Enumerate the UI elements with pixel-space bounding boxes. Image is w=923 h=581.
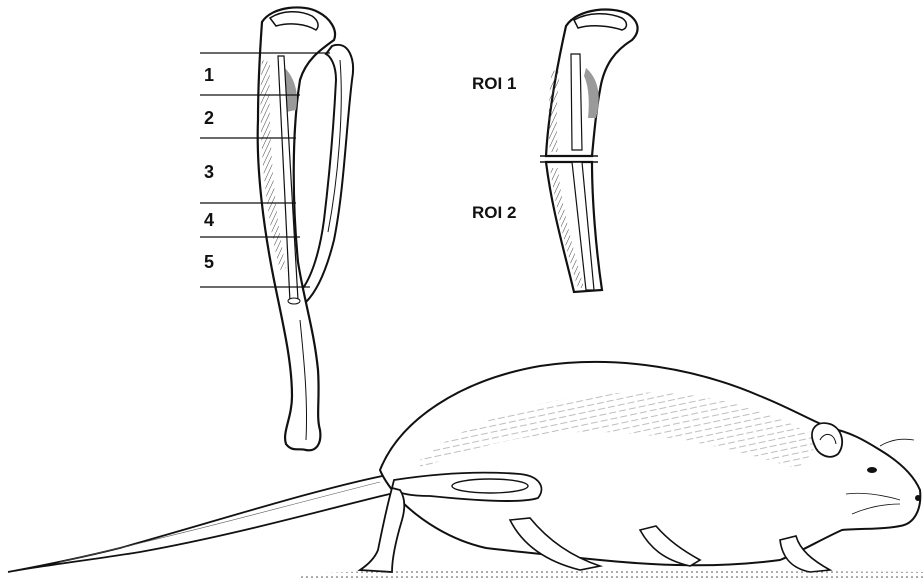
section-label-5: 5	[204, 252, 214, 272]
section-label-2: 2	[204, 108, 214, 128]
section-label-4: 4	[204, 210, 214, 230]
roi-label-2: ROI 2	[472, 203, 516, 222]
ground	[300, 570, 923, 581]
fibula	[300, 45, 353, 302]
section-label-3: 3	[204, 162, 214, 182]
rat-eye	[867, 467, 877, 473]
roi-label-1: ROI 1	[472, 74, 516, 93]
rat-illustration	[8, 362, 923, 581]
rat-hind-leg	[360, 488, 404, 572]
roi-tibia-diagram: ROI 1 ROI 2	[472, 10, 638, 292]
tibia-fibula-diagram: 1 2 3 4 5	[200, 7, 353, 450]
rat-tail	[8, 474, 398, 572]
section-label-1: 1	[204, 65, 214, 85]
